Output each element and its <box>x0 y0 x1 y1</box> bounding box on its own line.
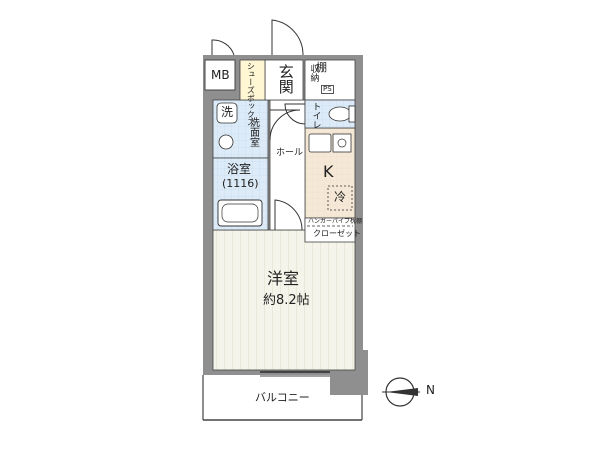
mb-box <box>204 59 236 91</box>
storage-label: 収納 <box>308 64 319 82</box>
washer-drain <box>218 134 234 150</box>
entrance-label: 玄関 <box>276 64 295 94</box>
stove <box>332 133 352 153</box>
closet-floor <box>304 217 356 243</box>
fridge-space <box>327 185 353 211</box>
shoe-box-label: シューズボックス <box>246 62 256 126</box>
mb-door <box>211 39 235 56</box>
washer-label: 洗 <box>221 105 234 119</box>
compass-icon <box>382 377 420 407</box>
entrance-door <box>271 19 304 56</box>
kitchen-sink <box>308 133 332 153</box>
bath-size-label: (1116) <box>222 177 259 190</box>
sink <box>216 102 238 124</box>
ps-label: PS <box>321 85 334 95</box>
room-door <box>274 199 303 231</box>
hanger-pipe-label: ハンガーパイプ枕棚 <box>308 218 362 225</box>
toilet-door <box>284 103 306 125</box>
balcony-label: バルコニー <box>255 391 310 404</box>
bath-label: 浴室 <box>227 162 252 176</box>
western-room-label: 洋室 <box>267 269 300 288</box>
mb-label: MB <box>211 68 230 82</box>
entrance-floor <box>264 59 304 101</box>
compass-north-label: N <box>426 383 435 397</box>
washroom-label: 洗面室 <box>247 117 259 147</box>
shoebox-floor <box>239 59 266 101</box>
shelf-label: 棚 <box>316 61 327 74</box>
closet-label: クローゼット <box>313 229 361 238</box>
fridge-label: 冷 <box>334 190 347 204</box>
western-room-floor <box>212 229 356 371</box>
kitchen-label: K <box>323 162 334 181</box>
bathtub <box>217 199 263 227</box>
stove-burner <box>337 138 347 148</box>
western-area-label: 約8.2帖 <box>263 293 310 308</box>
toilet-bowl <box>328 106 352 122</box>
hall-label: ホール <box>276 148 304 158</box>
washroom-door <box>269 109 301 141</box>
bathtub-inner <box>221 203 259 223</box>
toilet-label: トイレ <box>310 102 321 129</box>
toilet-tank <box>348 105 356 123</box>
